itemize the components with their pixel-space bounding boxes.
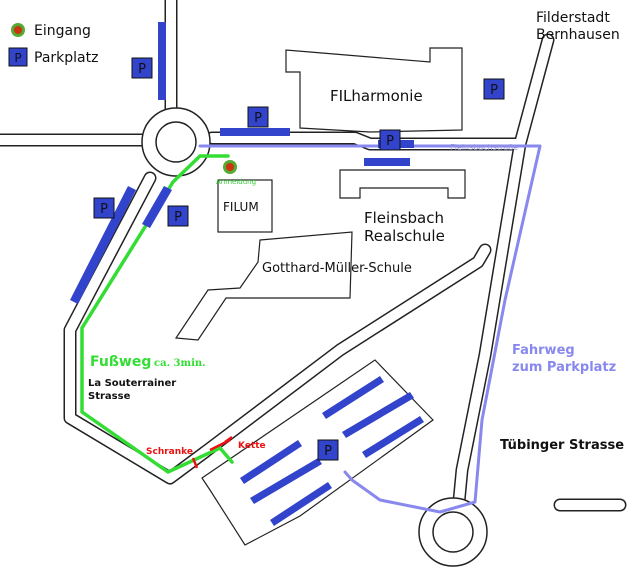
barriers [191,435,233,469]
parking-legend-icon [8,47,28,67]
building-gotthard [174,231,353,341]
city-label: Filderstadt [536,10,610,26]
svg-text:P: P [490,83,498,98]
svg-text:P: P [386,134,394,149]
roundabout-north [141,107,211,177]
entrance-marker: Anmeldung [216,160,256,186]
parking-sign: P [317,439,339,461]
legend-parking-row: P Parkplatz [8,47,98,67]
fahrweg-label-line2: zum Parkplatz [512,360,616,375]
roundabout-south [418,497,488,567]
legend: Eingang P Parkplatz [8,23,98,67]
parking-signs: P P P P P P P [93,57,505,461]
route-labels: Fußweg ca. 3min. Fahrweg zum Parkplatz S… [90,343,616,457]
footpath [80,154,234,474]
realschule-label: Realschule [364,227,445,245]
faded-street-label: Fleinsbachstraße [450,143,518,152]
svg-text:P: P [254,111,262,126]
building-realschule [339,169,466,199]
parking-sign: P [247,106,269,128]
svg-text:P: P [324,444,332,459]
filharmonie-label: FILharmonie [330,87,423,105]
filum-label: FILUM [223,200,259,214]
souterrainer-label-line2: Strasse [88,391,131,402]
legend-entrance-label: Eingang [34,23,91,39]
kette-label: Kette [238,441,266,451]
parking-sign: P [93,197,115,219]
souterrainer-label-line1: La Souterrainer [88,378,176,389]
legend-entrance-row: Eingang [11,23,91,39]
fleinsbach-label: Fleinsbach [364,209,444,227]
faded-street-labels: Fleinsbachstraße [450,143,518,152]
parking-sign: P [167,205,189,227]
district-label: Bernhausen [536,27,620,43]
svg-text:P: P [100,202,108,217]
parking-sign: P [131,57,153,79]
building-filharmonie [285,47,463,133]
schranke-barrier [191,457,199,469]
schranke-label: Schranke [146,447,193,457]
anmeldung-label: Anmeldung [216,178,256,186]
svg-text:P: P [138,62,146,77]
legend-parking-label: Parkplatz [34,50,98,66]
drive-route [198,144,542,514]
parking-sign: P [379,129,401,151]
svg-text:P: P [174,210,182,225]
parking-bars [70,22,424,526]
building-filum [217,179,273,233]
fahrweg-label-line1: Fahrweg [512,343,575,358]
parking-sign: P [483,78,505,100]
place-labels: Filderstadt Bernhausen FILharmonie FILUM… [88,10,624,453]
tuebinger-label: Tübinger Strasse [500,438,624,453]
gotthard-label: Gotthard-Müller-Schule [262,261,412,276]
fussweg-time-label: ca. 3min. [154,358,206,369]
svg-text:P: P [14,51,21,65]
road-network [0,0,627,519]
fussweg-label: Fußweg [90,354,151,370]
